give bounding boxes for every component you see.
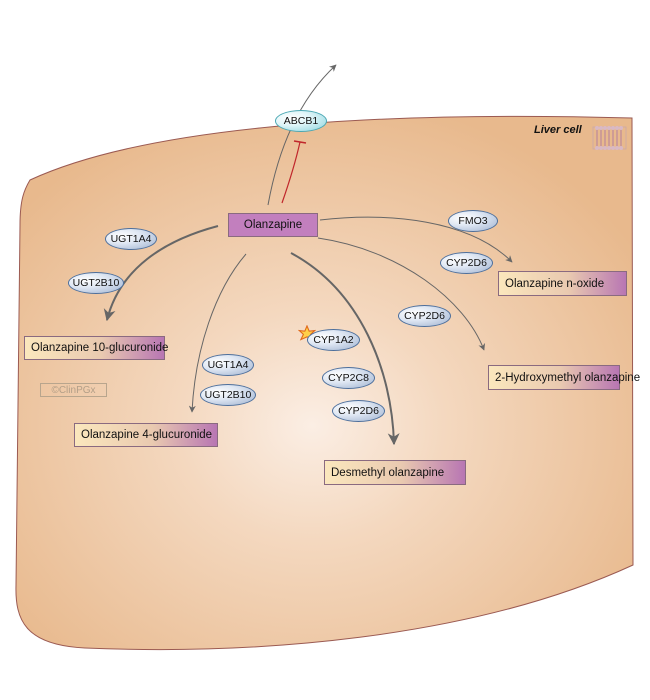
enzyme-ugt1a4-upper[interactable]: UGT1A4 [105,228,157,250]
enzyme-ugt2b10-lower[interactable]: UGT2B10 [200,384,256,406]
membrane-channel-icon [592,126,627,150]
metabolite-olanzapine-4-glucuronide[interactable]: Olanzapine 4-glucuronide [74,423,218,447]
arrow-to-2-hydroxymethyl [317,237,486,351]
enzyme-cyp2d6-desmethyl[interactable]: CYP2D6 [332,400,385,422]
enzyme-ugt1a4-lower[interactable]: UGT1A4 [202,354,254,376]
cell-label: Liver cell [534,124,582,136]
enzyme-ugt2b10-upper[interactable]: UGT2B10 [68,272,124,294]
arrow-to-4-glucuronide [188,253,247,413]
enzyme-abcb1[interactable]: ABCB1 [275,110,327,132]
enzyme-cyp2d6-hydroxymethyl[interactable]: CYP2D6 [398,305,451,327]
inhibition-line [281,140,307,204]
enzyme-fmo3[interactable]: FMO3 [448,210,498,232]
metabolite-olanzapine-10-glucuronide[interactable]: Olanzapine 10-glucuronide [24,336,168,360]
drug-olanzapine[interactable]: Olanzapine [228,213,318,237]
arrow-to-10-glucuronide [103,225,219,322]
watermark: ©ClinPGx [40,383,107,397]
metabolite-2-hydroxymethyl-olanzapine[interactable]: 2-Hydroxymethyl olanzapine [488,365,640,390]
enzyme-cyp1a2[interactable]: CYP1A2 [307,329,360,351]
enzyme-cyp2d6-n-oxide[interactable]: CYP2D6 [440,252,493,274]
arrow-to-n-oxide [319,216,513,263]
metabolite-desmethyl-olanzapine[interactable]: Desmethyl olanzapine [324,460,466,485]
enzyme-cyp2c8[interactable]: CYP2C8 [322,367,375,389]
metabolite-olanzapine-n-oxide[interactable]: Olanzapine n-oxide [498,271,627,296]
arrow-to-desmethyl [290,252,400,446]
